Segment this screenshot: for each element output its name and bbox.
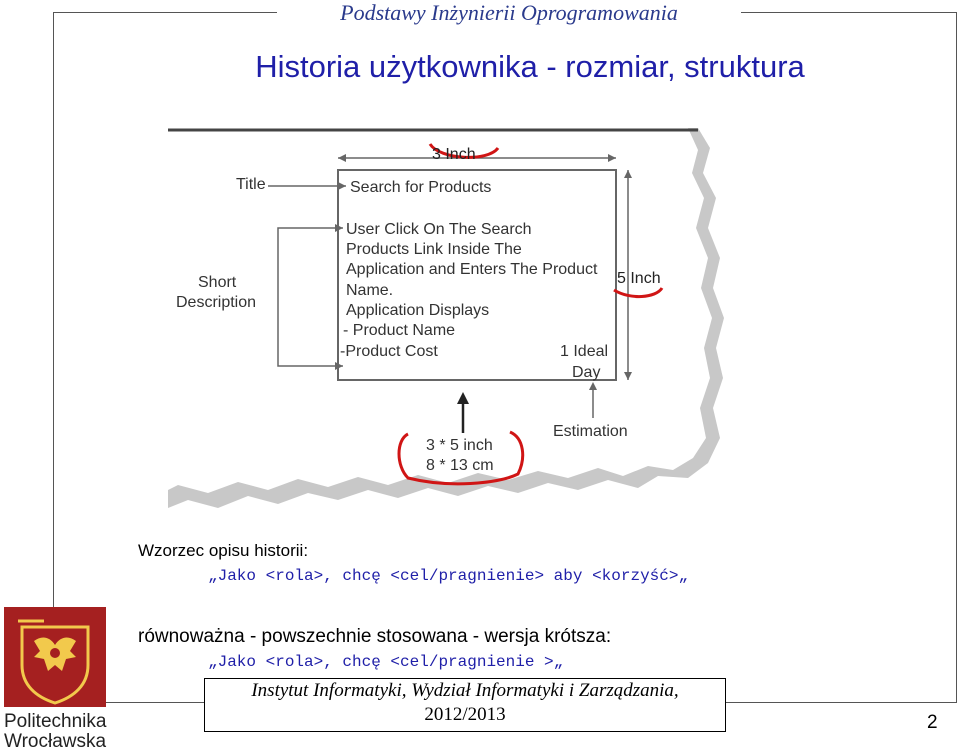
estimate-value-2: Day: [572, 364, 601, 381]
university-name-line-1: Politechnika: [4, 711, 107, 732]
arrow-head: [457, 392, 469, 404]
card-body-line: User Click On The Search: [346, 221, 532, 238]
arrow-head: [335, 224, 343, 232]
arrow-head: [338, 154, 346, 162]
footer-institute: Instytut Informatyki, Wydział Informatyk…: [251, 680, 679, 701]
card-body-line: Name.: [346, 282, 394, 299]
arrow-head: [589, 382, 597, 390]
short-description-label-2: Description: [176, 294, 257, 311]
paper-sheet: [168, 128, 712, 493]
story-card-drawing: [168, 128, 724, 508]
pattern-template-short: „Jako <rola>, chcę <cel/pragnienie >„: [208, 653, 564, 671]
footer-institute-box: Instytut Informatyki, Wydział Informatyk…: [204, 678, 726, 732]
course-title: Podstawy Inżynierii Oprogramowania: [340, 0, 678, 25]
arrow-head: [624, 170, 632, 178]
story-card-figure: 3 Inch 5 Inch Title Short Description Se…: [168, 128, 728, 528]
frame-line: [53, 12, 277, 13]
arrow-head: [335, 362, 343, 370]
card-body-line: Application and Enters The Product: [346, 261, 598, 278]
arrow-head: [608, 154, 616, 162]
card-body-line: - Product Name: [343, 322, 456, 339]
equivalent-label: równoważna - powszechnie stosowana - wer…: [138, 626, 612, 647]
short-description-label-1: Short: [198, 274, 237, 291]
width-label: 3 Inch: [432, 146, 476, 163]
red-annotation-dimensions: [397, 430, 525, 486]
card-title: Search for Products: [350, 179, 492, 196]
description-bracket: [277, 227, 343, 367]
dimensions-label-1: 3 * 5 inch: [426, 437, 493, 454]
card-rectangle: [337, 169, 617, 381]
frame-line: [741, 12, 956, 13]
red-annotation-height: [613, 287, 664, 298]
red-annotation-width: [428, 143, 500, 159]
estimation-label: Estimation: [553, 423, 628, 440]
eagle-emblem-icon: [18, 619, 90, 705]
page-number: 2: [927, 712, 938, 733]
university-name: Politechnika Wrocławska: [4, 712, 124, 752]
height-label: 5 Inch: [617, 270, 661, 287]
arrow-head: [338, 182, 346, 190]
pattern-label: Wzorzec opisu historii:: [138, 541, 309, 560]
frame-line: [53, 12, 54, 648]
university-name-line-2: Wrocławska: [4, 731, 107, 752]
footer-year: 2012/2013: [424, 704, 506, 725]
dimensions-label-2: 8 * 13 cm: [426, 457, 494, 474]
arrow-head: [624, 372, 632, 380]
title-label: Title: [236, 176, 266, 193]
university-logo: [4, 607, 106, 707]
card-body-line: Application Displays: [346, 302, 490, 319]
frame-line: [956, 12, 957, 702]
estimate-value-1: 1 Ideal: [560, 343, 609, 360]
slide-title: Historia użytkownika - rozmiar, struktur…: [255, 49, 805, 84]
card-body-line: Products Link Inside The: [346, 241, 522, 258]
pattern-template-long: „Jako <rola>, chcę <cel/pragnienie> aby …: [208, 567, 689, 585]
card-body-line: -Product Cost: [340, 343, 438, 360]
